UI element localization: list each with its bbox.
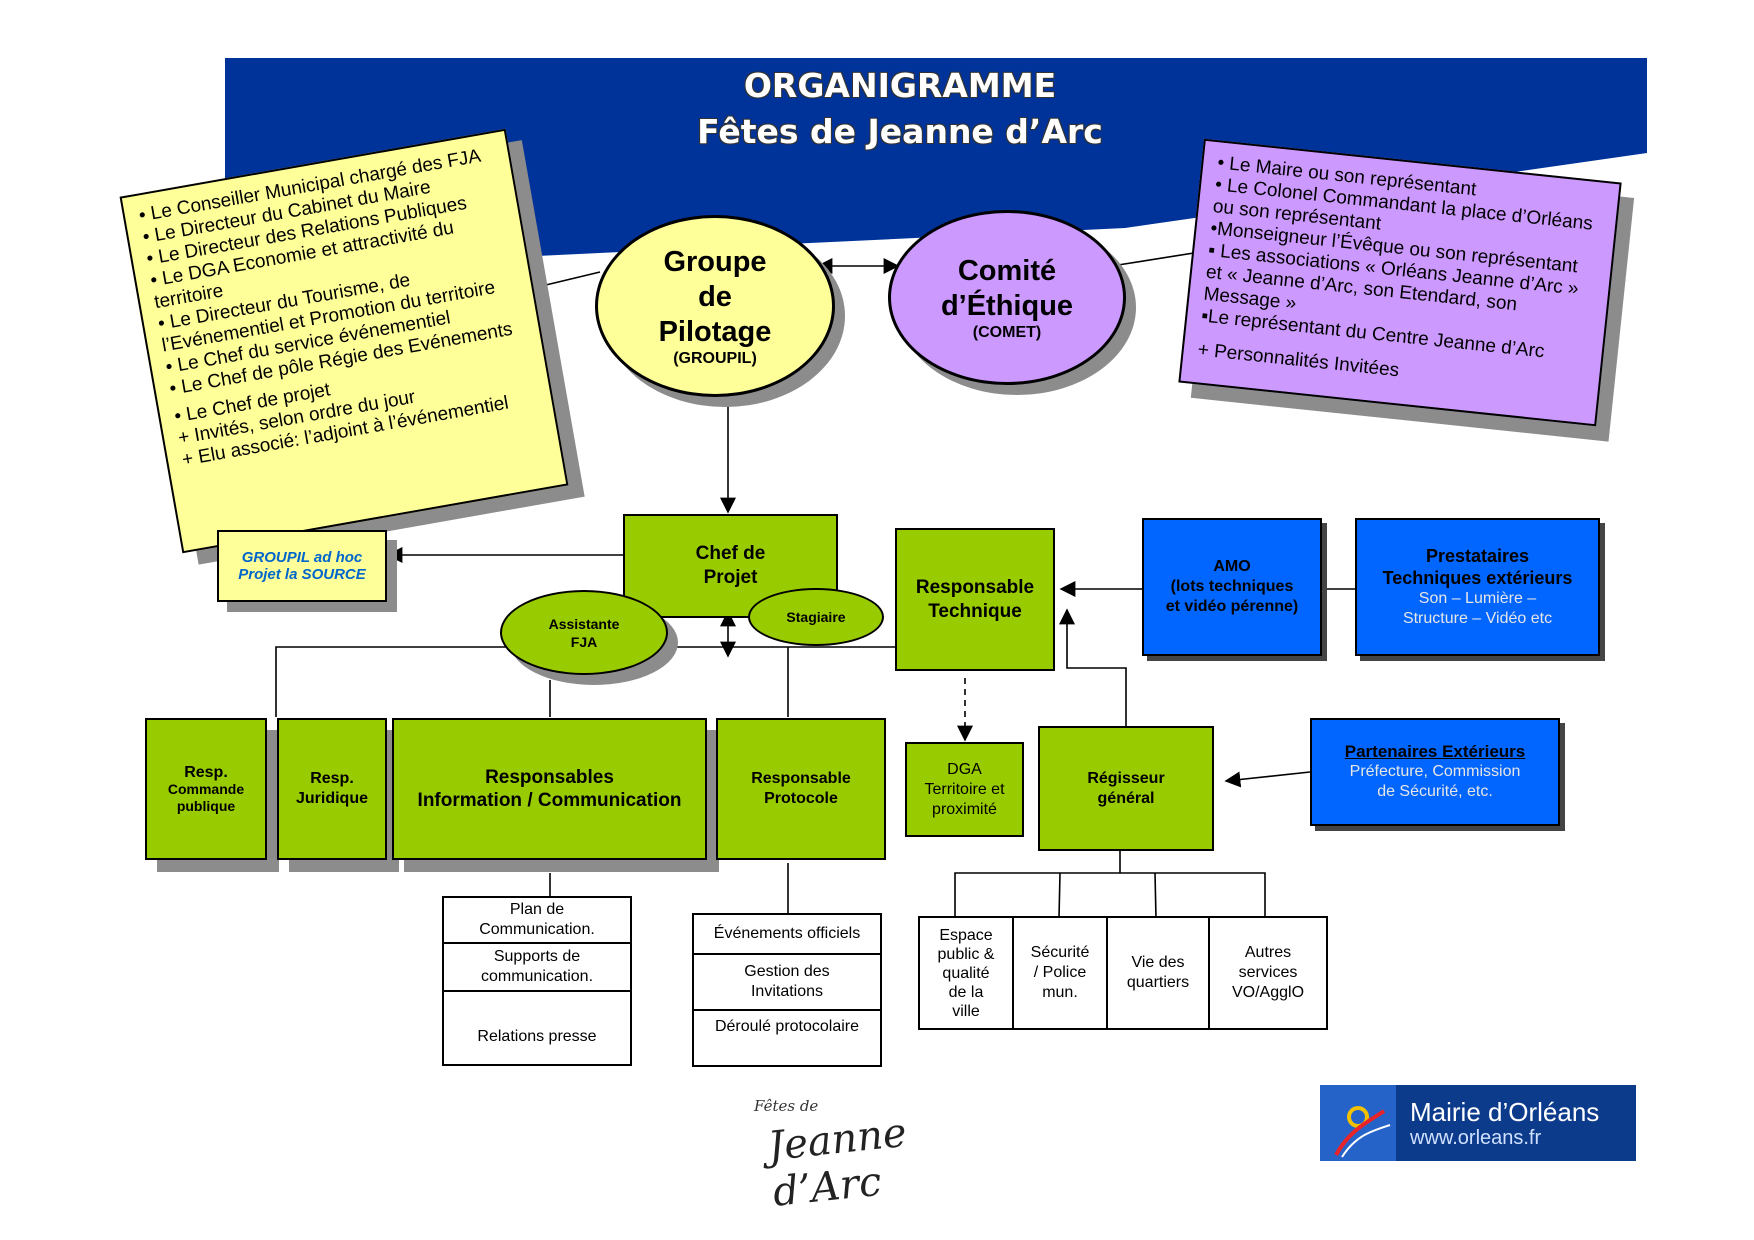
- stagiaire-node[interactable]: Stagiaire: [748, 588, 884, 646]
- juridique-line1: Resp.: [310, 770, 354, 787]
- resp-information-communication-box[interactable]: Responsables Information / Communication: [392, 718, 707, 860]
- task-line: Communication.: [479, 921, 595, 938]
- chef-line2: Projet: [703, 567, 758, 588]
- mairie-emblem-icon: [1320, 1085, 1396, 1161]
- task-line: / Police: [1033, 964, 1087, 981]
- amo-line2: (lots techniques: [1170, 578, 1294, 595]
- task-line: de la: [948, 983, 984, 1001]
- jeanne-darc-signature-logo: Fêtes de Jeanne d’Arc: [750, 1085, 1020, 1216]
- task-line: Relations presse: [477, 1028, 597, 1045]
- prestataires-line4: Structure – Vidéo etc: [1402, 610, 1553, 627]
- title-line-2: Fêtes de Jeanne d’Arc: [697, 112, 1103, 151]
- title-line-1: ORGANIGRAMME: [743, 66, 1057, 105]
- dga-line3: proximité: [932, 800, 997, 818]
- responsable-technique-box[interactable]: Responsable Technique: [895, 528, 1055, 671]
- task-line: quartiers: [1126, 974, 1190, 991]
- task-line: services: [1238, 964, 1298, 981]
- comet-line2: d’Éthique: [940, 289, 1074, 322]
- comet-abbr: (COMET): [972, 323, 1042, 341]
- groupil-node[interactable]: Groupe de Pilotage (GROUPIL): [595, 215, 835, 397]
- task-line: Autres: [1244, 944, 1292, 961]
- task-line: communication.: [480, 968, 594, 985]
- title-banner: [225, 58, 1647, 258]
- prestataires-line2: Techniques extérieurs: [1382, 568, 1573, 588]
- resp-commande-publique-box[interactable]: Resp. Commande publique: [145, 718, 267, 860]
- task-espace-public[interactable]: Espace public & qualité de la ville: [918, 916, 1014, 1030]
- prestataires-line3: Son – Lumière –: [1418, 590, 1537, 607]
- partenaires-box[interactable]: Partenaires Extérieurs Préfecture, Commi…: [1310, 718, 1560, 826]
- prestataires-box[interactable]: Prestataires Techniques extérieurs Son –…: [1355, 518, 1600, 656]
- comet-line1: Comité: [957, 254, 1057, 287]
- amo-line1: AMO: [1213, 558, 1251, 575]
- partenaires-title: Partenaires Extérieurs: [1344, 742, 1526, 761]
- task-line: ville: [952, 1002, 980, 1020]
- task-plan-communication[interactable]: Plan de Communication.: [442, 896, 632, 944]
- signature-small-text: Fêtes de: [754, 1097, 819, 1115]
- task-line: Supports de: [493, 948, 581, 965]
- adhoc-line2: Projet la SOURCE: [238, 566, 366, 583]
- assistante-line1: Assistante: [548, 615, 620, 632]
- groupil-line3: Pilotage: [658, 315, 772, 348]
- task-line: VO/AgglO: [1231, 984, 1305, 1001]
- task-line: Gestion des: [744, 963, 830, 980]
- partenaires-line2: de Sécurité, etc.: [1377, 783, 1493, 800]
- commande-line1: Resp.: [184, 763, 228, 781]
- protocole-line1: Responsable: [751, 770, 851, 787]
- partenaires-line1: Préfecture, Commission: [1349, 763, 1521, 780]
- resp-tech-line1: Responsable: [915, 576, 1035, 598]
- task-line: Déroulé protocolaire: [714, 1018, 860, 1035]
- task-line: Espace: [939, 926, 993, 944]
- stagiaire-label: Stagiaire: [786, 609, 846, 625]
- dga-territoire-box[interactable]: DGA Territoire et proximité: [905, 742, 1024, 837]
- task-deroule-protocolaire[interactable]: Déroulé protocolaire: [692, 1009, 882, 1067]
- chef-line1: Chef de: [695, 543, 766, 564]
- groupil-line2: de: [698, 280, 732, 313]
- task-line: Sécurité: [1030, 944, 1090, 961]
- dga-line1: DGA: [947, 760, 982, 778]
- groupil-members-note: • Le Conseiller Municipal chargé des FJA…: [119, 128, 569, 554]
- task-line: Événements officiels: [713, 925, 861, 942]
- mairie-orleans-logo[interactable]: Mairie d’Orléans www.orleans.fr: [1320, 1085, 1636, 1161]
- protocole-line2: Protocole: [764, 790, 838, 807]
- commande-line3: publique: [176, 797, 236, 814]
- mairie-url[interactable]: www.orleans.fr: [1410, 1127, 1542, 1149]
- groupil-abbr: (GROUPIL): [673, 349, 757, 367]
- comet-members-note: • Le Maire ou son représentant • Le Colo…: [1178, 138, 1622, 427]
- resp-juridique-box[interactable]: Resp. Juridique: [277, 718, 387, 860]
- task-evenements-officiels[interactable]: Événements officiels: [692, 913, 882, 955]
- task-line: Invitations: [750, 983, 824, 1000]
- amo-box[interactable]: AMO (lots techniques et vidéo pérenne): [1142, 518, 1322, 656]
- task-relations-presse[interactable]: Relations presse: [442, 990, 632, 1066]
- task-vie-quartiers[interactable]: Vie des quartiers: [1106, 916, 1210, 1030]
- task-line: public &: [937, 945, 995, 963]
- regisseur-line2: général: [1097, 789, 1155, 807]
- info-line2: Information / Communication: [417, 790, 682, 811]
- task-line: Vie des: [1131, 954, 1185, 971]
- task-autres-services[interactable]: Autres services VO/AgglO: [1208, 916, 1328, 1030]
- task-supports-communication[interactable]: Supports de communication.: [442, 942, 632, 992]
- task-line: mun.: [1042, 984, 1078, 1001]
- dga-line2: Territoire et: [924, 780, 1005, 798]
- task-gestion-invitations[interactable]: Gestion des Invitations: [692, 953, 882, 1011]
- groupil-line1: Groupe: [663, 245, 767, 278]
- resp-protocole-box[interactable]: Responsable Protocole: [716, 718, 886, 860]
- resp-tech-line2: Technique: [928, 600, 1022, 622]
- assistante-fja-node[interactable]: Assistante FJA: [500, 590, 668, 675]
- regisseur-line1: Régisseur: [1087, 769, 1165, 787]
- task-line: qualité: [942, 964, 990, 982]
- regisseur-general-box[interactable]: Régisseur général: [1038, 726, 1214, 851]
- amo-line3: et vidéo pérenne): [1165, 598, 1299, 615]
- task-line: Plan de: [509, 901, 565, 918]
- adhoc-line1: GROUPIL ad hoc: [241, 549, 363, 566]
- groupil-adhoc-box[interactable]: GROUPIL ad hoc Projet la SOURCE: [217, 530, 387, 602]
- assistante-line2: FJA: [570, 633, 598, 650]
- commande-line2: Commande: [167, 780, 245, 797]
- prestataires-line1: Prestataires: [1425, 546, 1530, 566]
- task-securite-police[interactable]: Sécurité / Police mun.: [1012, 916, 1108, 1030]
- info-line1: Responsables: [485, 767, 614, 788]
- juridique-line2: Juridique: [295, 790, 368, 807]
- mairie-name: Mairie d’Orléans: [1410, 1097, 1600, 1127]
- comet-node[interactable]: Comité d’Éthique (COMET): [888, 210, 1126, 385]
